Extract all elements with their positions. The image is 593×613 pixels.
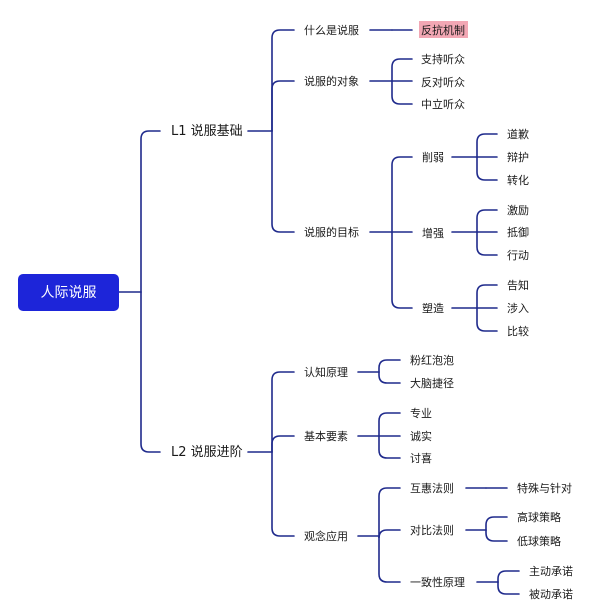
l2-connector-branch [271,371,295,453]
contrast-connector-branch [485,529,508,542]
node-cognitive-principles[interactable]: 认知原理 [304,365,348,379]
l2-connector-branch [271,451,295,537]
node-opposing-audience[interactable]: 反对听众 [421,75,465,89]
node-concept-application[interactable]: 观念应用 [304,529,348,543]
contrast-connector-branch [485,516,508,531]
consistency-connector-branch [497,581,520,595]
weaken-connector-branch [476,133,498,158]
branch-l1-label[interactable]: L1 说服基础 [171,124,243,139]
application-connector-branch [378,535,401,583]
l1-connector-branch [271,130,295,233]
l1-connector-branch [271,80,295,132]
node-defend[interactable]: 辩护 [507,150,529,164]
node-lowball[interactable]: 低球策略 [517,534,561,548]
node-motivate[interactable]: 激励 [507,203,529,217]
audience-connector-branch [391,58,413,82]
elements-connector-branch [378,412,401,437]
node-contrast[interactable]: 对比法则 [410,523,454,537]
node-supportive-audience[interactable]: 支持听众 [421,52,465,66]
node-resist[interactable]: 抵御 [507,225,529,239]
node-neutral-audience[interactable]: 中立听众 [421,97,465,111]
node-basic-elements[interactable]: 基本要素 [304,429,348,443]
node-likable[interactable]: 讨喜 [410,452,432,465]
shape-connector-branch [476,284,498,309]
strengthen-connector-branch [476,231,498,256]
goal-connector-branch [391,231,413,309]
consistency-connector-branch [497,570,520,583]
node-highball[interactable]: 高球策略 [517,510,561,524]
node-involve[interactable]: 涉入 [507,301,529,315]
elements-connector-branch [378,435,401,459]
node-strengthen[interactable]: 增强 [422,226,444,240]
node-professional[interactable]: 专业 [410,406,432,420]
node-transform[interactable]: 转化 [507,173,529,187]
node-resistance-mechanism[interactable]: 反抗机制 [421,23,465,37]
node-act[interactable]: 行动 [507,249,529,262]
root-connector-branch [140,291,161,453]
weaken-connector-branch [476,156,498,181]
cognitive-connector-branch [378,359,401,373]
node-honest[interactable]: 诚实 [410,429,432,443]
root-connector-branch [140,130,161,293]
l2-connector-branch [271,435,295,453]
node-active-commitment[interactable]: 主动承诺 [529,565,573,578]
branch-l2-label[interactable]: L2 说服进阶 [171,445,243,460]
node-persuasion-audience[interactable]: 说服的对象 [304,74,359,88]
application-connector-branch [378,529,401,539]
highlight-background [419,21,468,38]
node-inform[interactable]: 告知 [507,278,529,292]
shape-connector-branch [476,307,498,332]
connector-lines [118,29,520,595]
node-persuasion-goal[interactable]: 说服的目标 [304,225,359,239]
l1-connector-branch [271,29,295,132]
node-brain-shortcut[interactable]: 大脑捷径 [410,376,454,390]
node-compare[interactable]: 比较 [507,324,529,338]
application-connector-branch [378,487,401,537]
strengthen-connector-branch [476,209,498,233]
node-passive-commitment[interactable]: 被动承诺 [529,588,573,601]
node-pink-bubble[interactable]: 粉红泡泡 [410,353,454,367]
node-consistency[interactable]: 一致性原理 [410,575,465,589]
node-reciprocity[interactable]: 互惠法则 [410,481,454,495]
root-node-label: 人际说服 [41,285,97,301]
cognitive-connector-branch [378,371,401,384]
root-node-box[interactable] [18,274,119,311]
node-apologize[interactable]: 道歉 [507,127,529,141]
node-shape[interactable]: 塑造 [422,301,444,315]
node-weaken[interactable]: 削弱 [422,150,444,164]
goal-connector-branch [391,156,413,233]
audience-connector-branch [391,80,413,105]
node-what-is-persuasion[interactable]: 什么是说服 [304,23,359,37]
node-special-targeted[interactable]: 特殊与针对 [517,481,572,495]
